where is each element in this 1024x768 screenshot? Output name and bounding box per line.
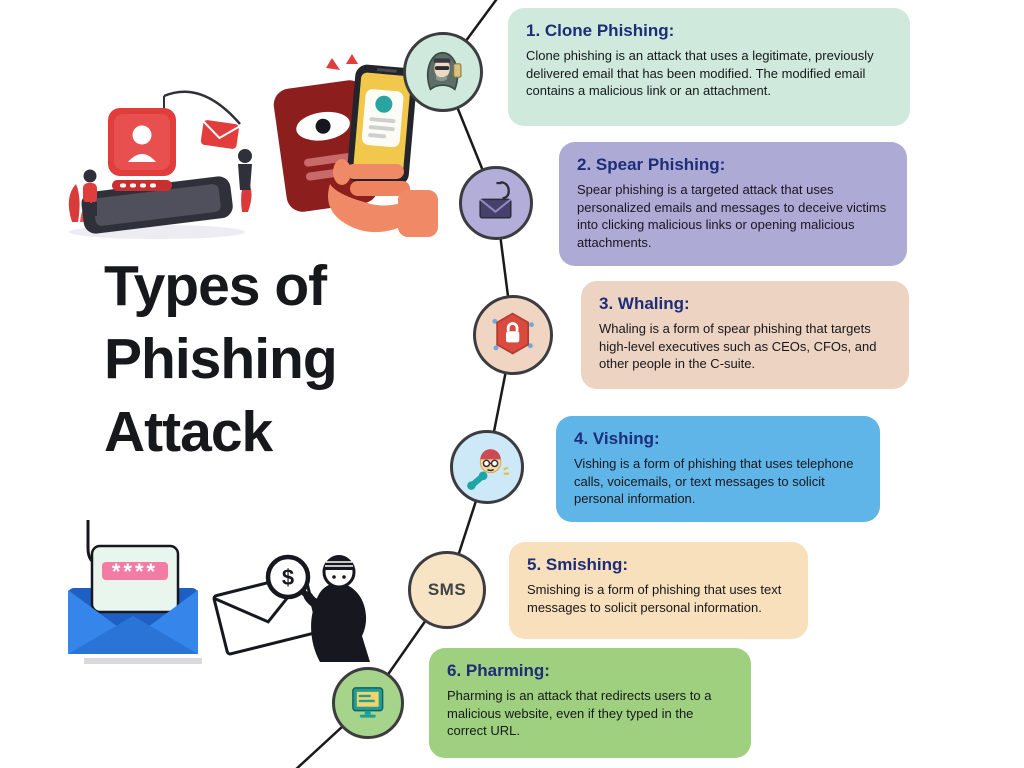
page-title: Types of Phishing Attack: [104, 250, 338, 469]
magnifier-icon: [265, 554, 311, 600]
node-clone-phishing: [403, 32, 483, 112]
sms-text-icon: SMS: [427, 580, 467, 599]
password-mask-text: ****: [112, 559, 158, 584]
phone-icon: [347, 64, 418, 186]
card-body: Spear phishing is a targeted attack that…: [577, 182, 887, 251]
computer-monitor-icon: [352, 687, 384, 718]
card-smishing: 5. Smishing: Smishing is a form of phish…: [509, 542, 808, 639]
node-pharming: [332, 667, 404, 739]
credential-phishing-illustration: [68, 90, 252, 239]
envelope-hook-icon: [478, 180, 512, 219]
card-heading: 3. Whaling:: [599, 294, 690, 313]
node-smishing: SMS: [408, 551, 486, 629]
page-title-line-1: Types of: [104, 254, 327, 318]
card-body: Smishing is a form of phishing that uses…: [527, 582, 782, 615]
node-spear-phishing: [459, 166, 533, 240]
card-heading: 5. Smishing:: [527, 555, 629, 574]
card-body: Clone phishing is an attack that uses a …: [526, 48, 874, 99]
card-whaling: 3. Whaling: Whaling is a form of spear p…: [581, 281, 909, 389]
card-vishing: 4. Vishing: Vishing is a form of phishin…: [556, 416, 880, 522]
hand-phone-eye-illustration: [273, 54, 438, 237]
card-heading: 2. Spear Phishing:: [577, 155, 726, 174]
hacker-magnifier-illustration: $: [212, 554, 370, 662]
caller-phone-icon: [466, 448, 509, 490]
page-title-line-2: Phishing: [104, 326, 338, 391]
dollar-sign-text: $: [282, 565, 294, 590]
page-title-line-3: Attack: [104, 399, 273, 464]
shield-lock-icon: [492, 312, 535, 355]
card-body: Vishing is a form of phishing that uses …: [574, 456, 854, 507]
node-whaling: [473, 295, 553, 375]
password-envelope-illustration: ****: [68, 520, 202, 664]
card-heading: 1. Clone Phishing:: [526, 21, 675, 40]
envelope-icon: [200, 120, 240, 149]
hacker-spy-icon: [427, 52, 462, 92]
card-heading: 6. Pharming:: [447, 661, 550, 680]
card-pharming: 6. Pharming: Pharming is an attack that …: [429, 648, 751, 758]
card-clone-phishing: 1. Clone Phishing: Clone phishing is an …: [508, 8, 910, 126]
card-spear-phishing: 2. Spear Phishing: Spear phishing is a t…: [559, 142, 907, 266]
node-vishing: [450, 430, 524, 504]
card-body: Whaling is a form of spear phishing that…: [599, 321, 877, 372]
card-heading: 4. Vishing:: [574, 429, 660, 448]
card-body: Pharming is an attack that redirects use…: [447, 688, 712, 739]
